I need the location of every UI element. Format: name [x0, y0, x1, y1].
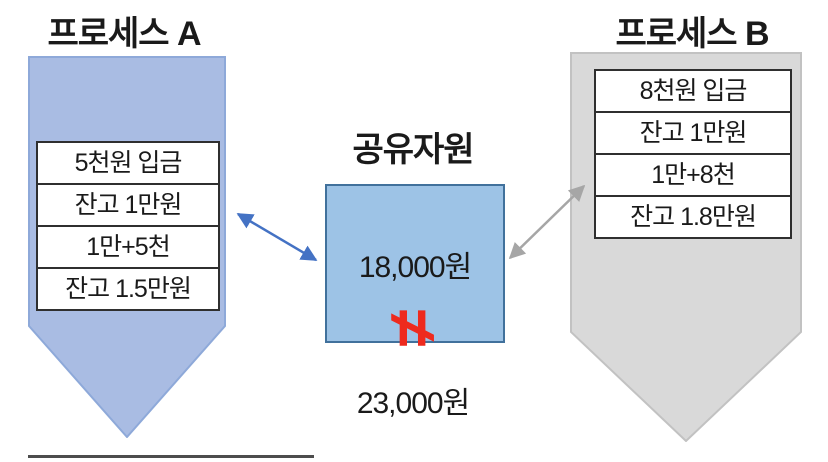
expected-value: 23,000원: [356, 387, 470, 420]
process-b-step-1: 8천원 입금: [596, 71, 790, 113]
process-b-step-2: 잔고 1만원: [596, 113, 790, 155]
shared-resource-box: 18,000원: [325, 184, 505, 343]
shared-resource-value: 18,000원: [358, 250, 472, 284]
process-b-step-4: 잔고 1.8만원: [630, 203, 757, 231]
process-b-title: 프로세스 B: [615, 15, 769, 53]
process-a-step-3: 1만+5천: [38, 227, 218, 269]
bottom-edge-line: [28, 455, 314, 458]
process-b-step-3: 1만+8천: [596, 155, 790, 197]
process-a-step-4: 잔고 1.5만원: [65, 275, 192, 303]
process-a-step-table: 5천원 입금 잔고 1만원 1만+5천 잔고 1.5만원: [36, 141, 220, 311]
shared-resource-title: 공유자원: [352, 131, 474, 169]
arrow-process-a-shared: [236, 212, 318, 262]
not-equal-icon: ≠: [375, 309, 451, 347]
process-b-step-table: 8천원 입금 잔고 1만원 1만+8천 잔고 1.8만원: [594, 69, 792, 239]
process-a-step-2: 잔고 1만원: [38, 185, 218, 227]
process-a-title: 프로세스 A: [47, 15, 201, 53]
process-a-step-1: 5천원 입금: [38, 143, 218, 185]
